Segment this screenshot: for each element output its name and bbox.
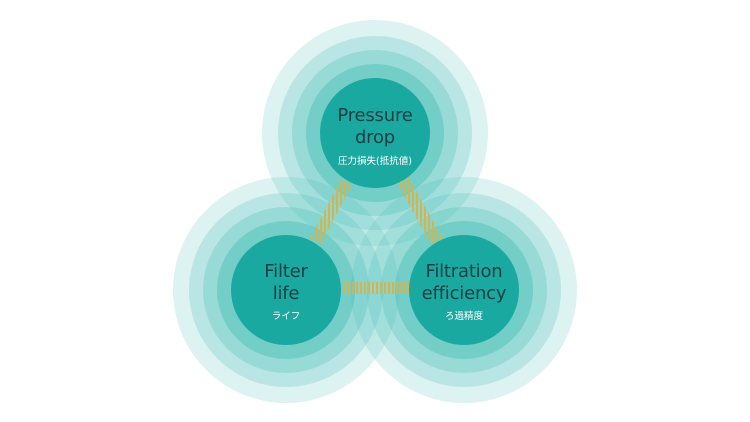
title-filter-life: Filter life	[206, 261, 366, 305]
title-filtration-efficiency: Filtration efficiency	[384, 261, 544, 305]
link-pressure-to-efficiency	[397, 178, 443, 244]
link-bar-pressure-to-efficiency	[397, 178, 443, 244]
circle-group-filter-life	[173, 177, 399, 403]
subtitle-filtration-efficiency: ろ過精度	[444, 311, 483, 322]
link-bar-pressure-to-life	[310, 179, 352, 244]
core-filter-life	[231, 235, 341, 345]
subtitle-pressure-drop: 圧力損失(抵抗値)	[338, 156, 412, 167]
title-line-1: Filter	[264, 261, 308, 282]
core-pressure-drop	[320, 78, 430, 188]
subtitle-filter-life: ライフ	[271, 311, 301, 322]
core-filtration-efficiency	[409, 235, 519, 345]
link-life-to-efficiency	[341, 282, 409, 294]
circle-group-pressure-drop	[262, 20, 488, 246]
link-bar-life-to-efficiency	[341, 282, 409, 294]
title-line-1: Pressure	[337, 105, 413, 126]
title-line-2: drop	[354, 127, 396, 148]
link-pressure-to-life	[310, 179, 352, 244]
title-pressure-drop: Pressure drop	[295, 105, 455, 149]
circle-group-filtration-efficiency	[351, 177, 577, 403]
title-line-1: Filtration	[425, 261, 503, 282]
title-line-2: efficiency	[421, 283, 507, 304]
title-line-2: life	[272, 283, 300, 304]
